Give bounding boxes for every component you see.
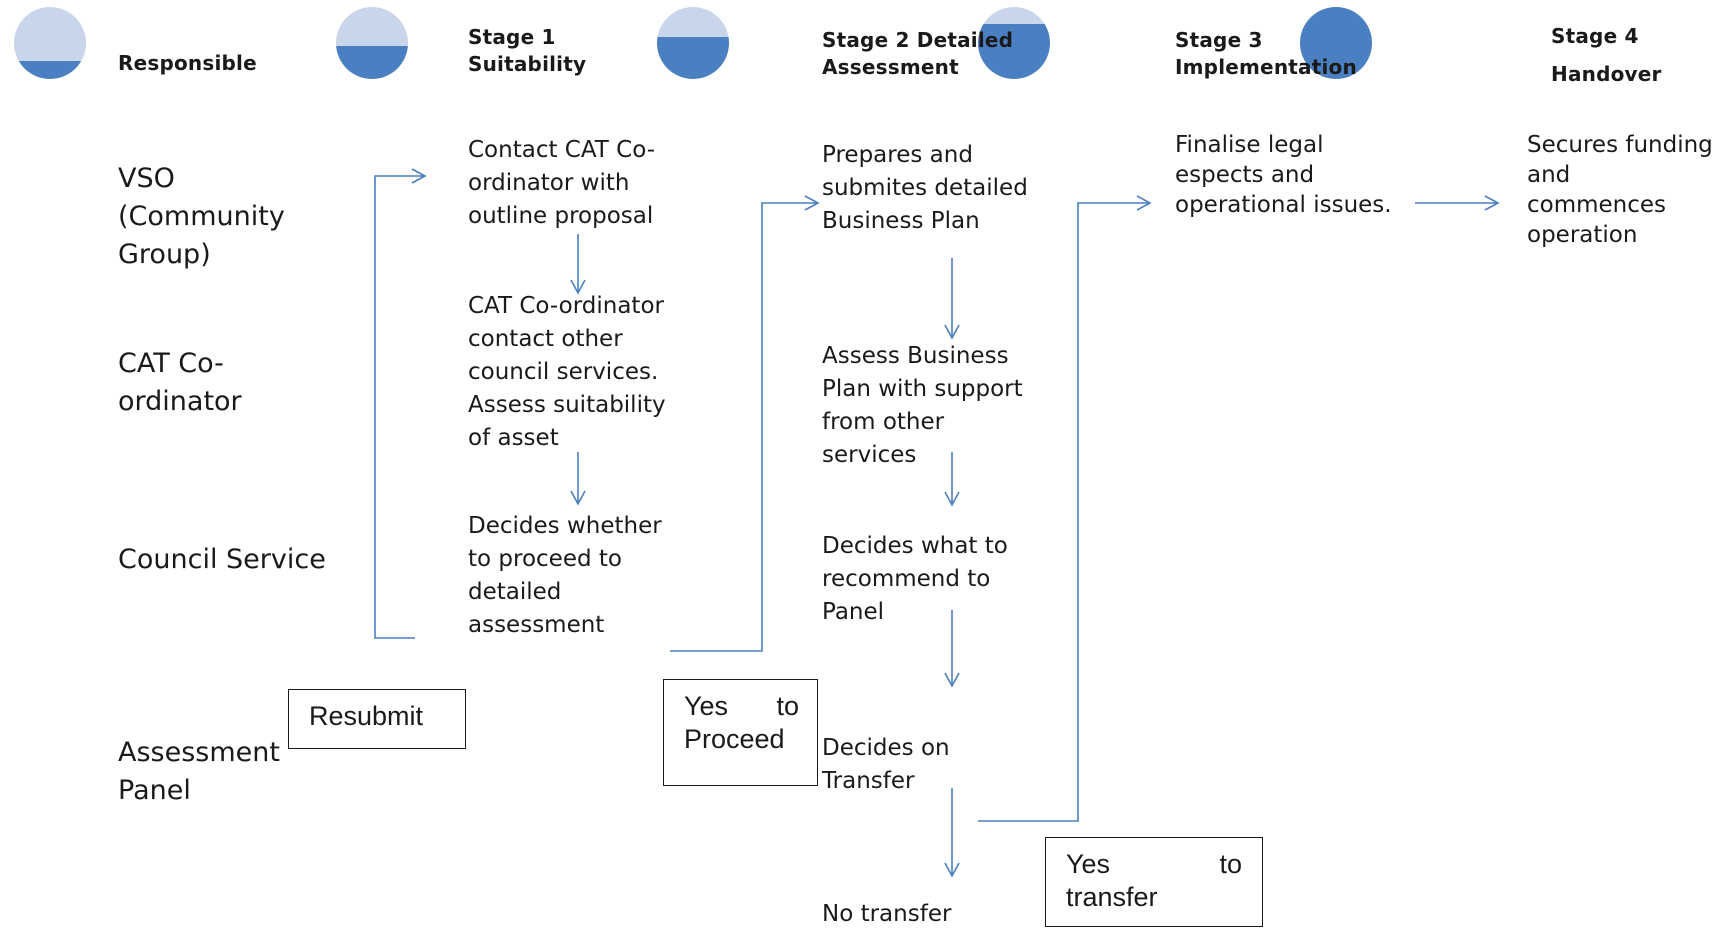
yes-to-proceed-arrow xyxy=(670,195,820,652)
stage-label-2: Stage 2 Detailed Assessment xyxy=(822,27,1013,81)
stage-label-4: Stage 4 Handover xyxy=(1551,17,1662,93)
stage-label-line: Stage 4 xyxy=(1551,24,1639,48)
role-vso: VSO (Community Group) xyxy=(118,160,285,274)
step-line: espects and xyxy=(1175,162,1315,188)
step-line: Plan with support xyxy=(822,376,1023,402)
step-secure-funding: Secures funding and commences operation xyxy=(1527,130,1713,250)
step-decide-recommend: Decides what to recommend to Panel xyxy=(822,530,1008,629)
step-line: operation xyxy=(1527,222,1638,248)
box-word: to xyxy=(776,691,799,721)
role-line: ordinator xyxy=(118,386,242,417)
step-decide-proceed: Decides whether to proceed to detailed a… xyxy=(468,510,662,642)
stage-circles xyxy=(14,7,1372,79)
stage-label-line: Stage 3 xyxy=(1175,28,1263,52)
stage-circle-1 xyxy=(336,7,408,79)
role-line: Panel xyxy=(118,775,191,806)
stage-label-line: Suitability xyxy=(468,52,587,76)
stage-label-1: Stage 1 Suitability xyxy=(468,24,586,78)
yes-to-transfer-line-2: transfer xyxy=(1066,882,1158,912)
role-line: (Community xyxy=(118,201,285,232)
step-line: Secures funding xyxy=(1527,132,1713,158)
step-line: outline proposal xyxy=(468,203,654,229)
role-line: Assessment xyxy=(118,737,280,768)
stage-label-line: Responsible xyxy=(118,51,257,75)
stage-label-line: Assessment xyxy=(822,55,959,79)
step-line: Decides what to xyxy=(822,533,1008,559)
yes-to-proceed-line-1: Yes to xyxy=(684,690,799,723)
role-line: VSO xyxy=(118,163,175,194)
step-line: operational issues. xyxy=(1175,192,1392,218)
yes-to-transfer-box: Yes to transfer xyxy=(1045,837,1263,927)
step-line: Panel xyxy=(822,599,885,625)
yes-to-proceed-line-2: Proceed xyxy=(684,724,785,754)
step-line: Assess suitability xyxy=(468,392,666,418)
stage-label-line: Handover xyxy=(1551,62,1662,86)
resubmit-box: Resubmit xyxy=(288,689,466,749)
role-line: Group) xyxy=(118,239,211,270)
step-line: assessment xyxy=(468,612,605,638)
step-contact-cat: Contact CAT Co- ordinator with outline p… xyxy=(468,134,655,233)
yes-to-transfer-line-1: Yes to xyxy=(1066,848,1242,881)
step-line: CAT Co-ordinator xyxy=(468,293,664,319)
yes-to-transfer-arrow xyxy=(978,195,1152,822)
role-assessment-panel: Assessment Panel xyxy=(118,734,280,810)
stage-circle-4 xyxy=(1300,7,1372,79)
step-line: Finalise legal xyxy=(1175,132,1324,158)
stage-label-line: Stage 1 xyxy=(468,25,556,49)
step-line: from other xyxy=(822,409,945,435)
stage-label-line: Stage 2 Detailed xyxy=(822,28,1014,52)
step-line: Contact CAT Co- xyxy=(468,137,656,163)
step-line: to proceed to xyxy=(468,546,622,572)
step-line: Transfer xyxy=(822,768,915,794)
resubmit-label: Resubmit xyxy=(309,701,424,731)
role-line: Council Service xyxy=(118,544,326,575)
stage-label-line: Implementation xyxy=(1175,55,1357,79)
stage-circle-3 xyxy=(978,7,1050,79)
stage-label-responsible: Responsible xyxy=(118,50,257,77)
role-line: CAT Co- xyxy=(118,348,224,379)
step-line: of asset xyxy=(468,425,559,451)
step-line: recommend to xyxy=(822,566,991,592)
box-word: Yes xyxy=(684,691,729,721)
step-prepare-business-plan: Prepares and submites detailed Business … xyxy=(822,139,1028,238)
box-word: to xyxy=(1219,849,1242,879)
step-assess-suitability: CAT Co-ordinator contact other council s… xyxy=(468,290,666,455)
role-council-service: Council Service xyxy=(118,541,326,579)
step-assess-business-plan: Assess Business Plan with support from o… xyxy=(822,340,1023,472)
step-line: Decides whether xyxy=(468,513,662,539)
yes-to-proceed-box: Yes to Proceed xyxy=(663,679,818,786)
step-line: ordinator with xyxy=(468,170,630,196)
stage-label-3: Stage 3 Implementation xyxy=(1175,27,1357,81)
box-word: Yes xyxy=(1066,849,1111,879)
step-decide-transfer: Decides on Transfer xyxy=(822,732,950,798)
step-line: No transfer xyxy=(822,901,952,927)
step-line: services xyxy=(822,442,917,468)
step-line: contact other xyxy=(468,326,623,352)
step-no-transfer: No transfer xyxy=(822,898,951,931)
step-line: Assess Business xyxy=(822,343,1009,369)
step-line: detailed xyxy=(468,579,562,605)
role-cat-coordinator: CAT Co- ordinator xyxy=(118,345,242,421)
step-line: submites detailed xyxy=(822,175,1028,201)
step-line: Decides on xyxy=(822,735,950,761)
step-line: Prepares and xyxy=(822,142,973,168)
step-line: Business Plan xyxy=(822,208,980,234)
step-line: and commences xyxy=(1527,162,1667,218)
resubmit-loop-arrow xyxy=(374,168,427,639)
step-line: council services. xyxy=(468,359,659,385)
step-finalise-legal: Finalise legal espects and operational i… xyxy=(1175,130,1392,220)
